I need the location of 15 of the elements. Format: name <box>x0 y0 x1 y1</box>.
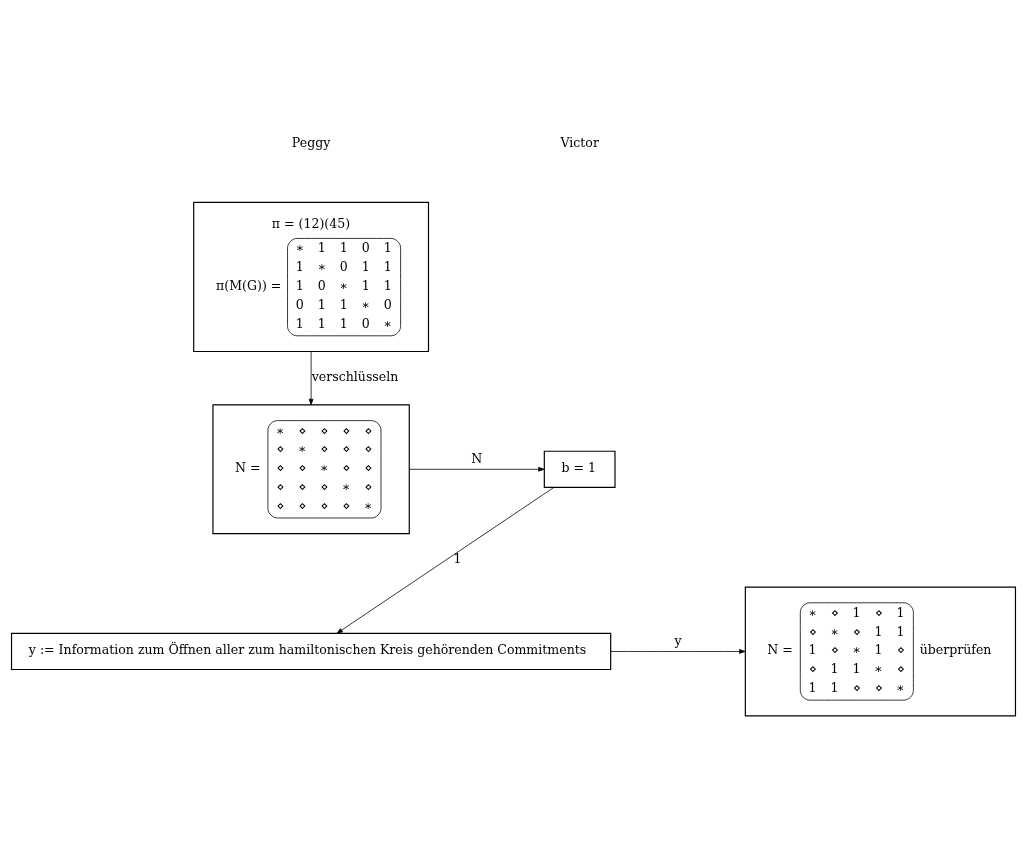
edge-label: y <box>674 633 682 649</box>
node-box: y := Information zum Öffnen aller zum hamiltonischen Kreis gehörenden Commitments <box>10 632 612 671</box>
arrow <box>409 466 545 472</box>
label: Victor <box>560 135 599 151</box>
node-box: π = (12)(45) π(M(G)) = ∗ 1 1 0 1 1 ∗ 0 1 1 1 0 ∗ 1 1 0 1 1 ∗ 0 1 1 1 0 ∗ <box>193 201 430 353</box>
arrow <box>308 351 314 406</box>
node-box: b = 1 <box>543 450 616 488</box>
node-box: N = ∗ ⋄ ⋄ ⋄ ⋄ ⋄ ∗ ⋄ ⋄ ⋄ ⋄ ⋄ ∗ ⋄ ⋄ ⋄ ⋄ ⋄ ∗ ⋄ ⋄ ⋄ ⋄ ⋄ ∗ <box>212 404 410 535</box>
edge-label: verschlüsseln <box>311 369 399 385</box>
arrow <box>336 487 555 634</box>
arrow <box>610 649 746 654</box>
label: Peggy <box>291 135 331 151</box>
node-box: N = ∗ ⋄ 1 ⋄ 1 ⋄ ∗ ⋄ 1 1 1 ⋄ ∗ 1 ⋄ ⋄ 1 1 ∗ ⋄ 1 1 ⋄ ⋄ ∗ überprüfen <box>744 586 1017 717</box>
edge-label: 1 <box>453 551 462 567</box>
edge-label: N <box>471 450 483 466</box>
